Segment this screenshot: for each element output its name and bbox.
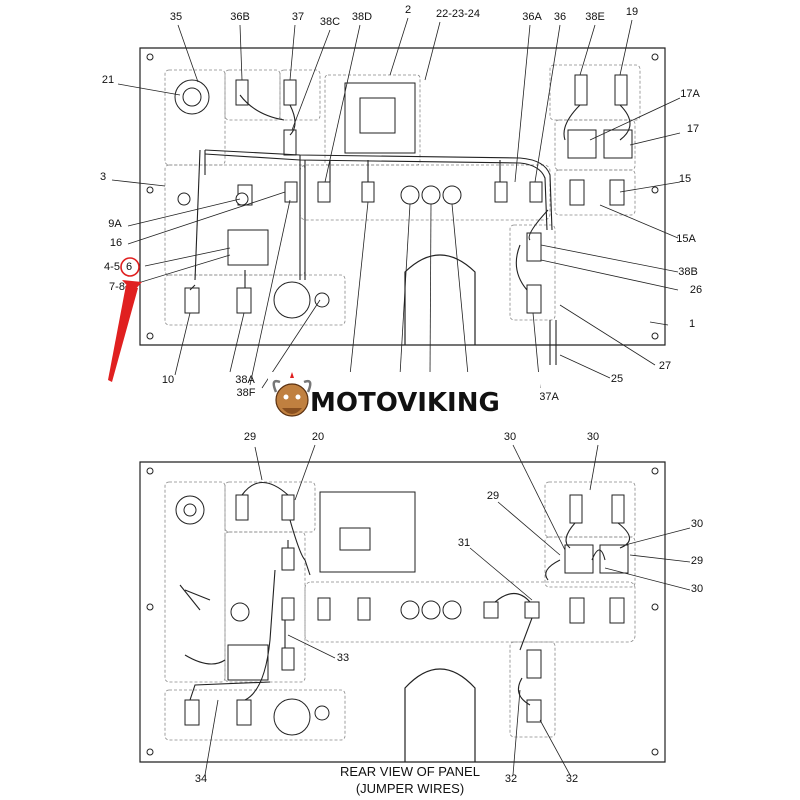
front-part-label: 36	[554, 11, 566, 23]
rear-part-label: 29	[244, 431, 256, 443]
front-part-label: 7-8	[109, 281, 125, 293]
brand-logo: MOTOVIKING	[268, 372, 540, 430]
rear-part-label: 32	[566, 773, 578, 785]
front-part-label: 27	[659, 360, 671, 372]
rear-part-label: 30	[691, 583, 703, 595]
front-part-label: 21	[102, 74, 114, 86]
rear-part-label: 34	[195, 773, 207, 785]
rear-panel	[139, 461, 666, 763]
front-part-label: 2	[405, 4, 411, 16]
front-part-label: 37	[292, 11, 304, 23]
front-part-label: 25	[611, 373, 623, 385]
front-part-label: 38D	[352, 11, 372, 23]
front-part-label: 17	[687, 123, 699, 135]
front-part-label: 38A	[235, 374, 255, 386]
rear-jumper-wires	[179, 481, 631, 706]
gear-icon	[175, 495, 205, 525]
front-part-label: 16	[110, 237, 122, 249]
rear-part-label: 30	[691, 518, 703, 530]
rear-view-subcaption: (JUMPER WIRES)	[356, 781, 464, 796]
front-leaders	[111, 17, 681, 389]
rear-part-label: 30	[587, 431, 599, 443]
rear-part-label: 29	[487, 490, 499, 502]
viking-mascot-icon	[272, 372, 312, 417]
rear-part-label: 33	[337, 652, 349, 664]
front-part-label: 38B	[678, 266, 698, 278]
front-part-label: 3	[100, 171, 106, 183]
front-part-label: 4-5	[104, 261, 120, 273]
front-part-label: 6	[126, 261, 132, 273]
rear-leaders	[204, 444, 691, 776]
front-part-label: 10	[162, 374, 174, 386]
rear-part-label: 29	[691, 555, 703, 567]
front-part-label: 15A	[676, 233, 696, 245]
brand-name: MOTOVIKING	[310, 388, 500, 418]
rear-part-label: 20	[312, 431, 324, 443]
rear-connectors	[184, 494, 629, 726]
front-part-label: 38C	[320, 16, 340, 28]
front-part-label: 36A	[522, 11, 542, 23]
front-part-label: 38E	[585, 11, 605, 23]
front-part-label: 9A	[108, 218, 122, 230]
rear-part-label: 32	[505, 773, 517, 785]
front-part-label: 19	[626, 6, 638, 18]
front-part-label: 1	[689, 318, 695, 330]
front-part-label: 15	[679, 173, 691, 185]
rear-part-label: 31	[458, 537, 470, 549]
front-panel	[139, 47, 666, 365]
rear-view-caption: REAR VIEW OF PANEL	[340, 764, 480, 779]
rear-part-labels: 29 20 30 30 29 30 31 29 30 33 34 32 32	[195, 431, 703, 785]
front-part-label: 26	[690, 284, 702, 296]
front-part-label: 35	[170, 11, 182, 23]
front-part-label: 17A	[680, 88, 700, 100]
front-part-label: 38F	[237, 387, 256, 399]
front-part-label: 36B	[230, 11, 250, 23]
rear-part-label: 30	[504, 431, 516, 443]
highlight-arrow	[108, 257, 142, 382]
front-part-label: 22-23-24	[436, 8, 480, 20]
front-part-label: 37A	[539, 391, 559, 403]
